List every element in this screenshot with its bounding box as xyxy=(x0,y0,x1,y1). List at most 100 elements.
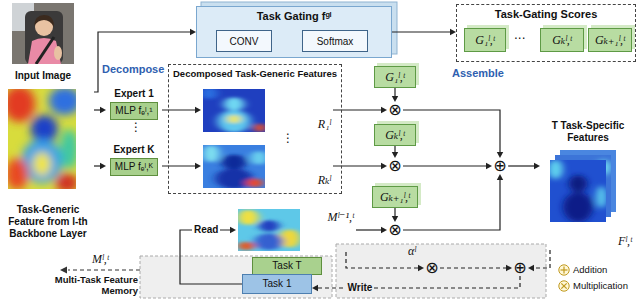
connector-line xyxy=(333,165,383,166)
memory-output-arrowhead xyxy=(60,267,67,274)
car-seat xyxy=(25,11,63,64)
memory-caption: Multi-Task Feature Memory xyxy=(52,274,138,296)
legend-text: Addition xyxy=(573,264,607,276)
drawing-part xyxy=(259,220,280,232)
child-hair xyxy=(34,15,54,27)
arrowhead xyxy=(381,163,387,169)
drawing-part xyxy=(3,86,35,122)
drawing-part xyxy=(255,233,284,250)
task-specific-features: T Task-Specific FeaturesFˡ,ᵗ xyxy=(540,118,636,250)
node-sublabel: Fˡ,ᵗ xyxy=(618,234,632,248)
node-label: ⊗ xyxy=(388,102,401,118)
connector-line xyxy=(180,230,242,284)
memory-region xyxy=(140,256,332,298)
drawing-part xyxy=(548,159,563,179)
section-title: Decompose xyxy=(102,62,164,76)
heatmap-blobs xyxy=(3,86,80,193)
legend-stroke xyxy=(563,267,564,274)
connector-line xyxy=(356,229,383,230)
drawing-part xyxy=(203,145,220,162)
node-label: T Task-Specific Features xyxy=(544,120,632,144)
connector xyxy=(356,227,387,233)
gate-score-box: Gₖ₊₁ˡ,ᵗ xyxy=(372,186,418,208)
softmax-box: Softmax xyxy=(302,30,368,52)
legend-row: Multiplication xyxy=(558,278,628,294)
drawing-part xyxy=(569,175,588,192)
heatmap-ground xyxy=(203,145,265,188)
node-label: ⊗ xyxy=(388,222,401,238)
connector-line xyxy=(403,110,500,154)
expert-mlp: Expert KMLP fₑˡ,ᴷ xyxy=(106,140,162,176)
connector xyxy=(392,29,456,35)
node-label: Gₖ₊₁ˡ,ᵗ xyxy=(377,190,413,204)
node-label: Decomposed Task-Generic Features xyxy=(173,67,337,80)
gating-scores-group: Task-Gating ScoresG₁ˡ,ᵗGₖˡ,ᵗGₖ₊₁ˡ,ᵗ xyxy=(456,4,636,62)
feature-map-node: Task-Generic Feature from l-th Backbone … xyxy=(2,86,94,240)
input-photo xyxy=(12,3,74,64)
memory-slot: Task 1 xyxy=(242,274,312,294)
node-label: ⊗ xyxy=(388,158,401,174)
connector xyxy=(94,29,196,92)
arrowhead xyxy=(528,265,534,271)
connector xyxy=(403,110,503,158)
drawing-part xyxy=(49,87,81,115)
write-region xyxy=(336,244,546,298)
multiply-op: ⊗ xyxy=(387,102,403,118)
node-label: Rₖˡ xyxy=(318,173,331,187)
child-shirt xyxy=(28,38,61,64)
node-label: Task-Generic Feature from l-th Backbone … xyxy=(2,204,94,240)
connector-line xyxy=(532,250,550,268)
legend-circle xyxy=(559,265,569,275)
drawing-part xyxy=(201,87,218,99)
feature-map-node: R₁ˡ xyxy=(201,87,333,133)
memory-read-map: Mˡ⁻¹,ᵗ xyxy=(236,208,356,252)
arrowhead xyxy=(195,163,201,169)
heatmap-blobs xyxy=(201,87,266,132)
memory-output-symbol: Mˡ,ᵗ xyxy=(92,252,109,266)
heatmap-ground xyxy=(238,209,300,251)
memory-output-line xyxy=(68,269,140,270)
drawing-part xyxy=(254,123,266,132)
decomposed-heatmap xyxy=(203,145,267,189)
connector xyxy=(403,174,503,230)
legend-symbol xyxy=(558,264,570,276)
node-label: Expert 1 xyxy=(114,88,153,100)
add-op: ⊕ xyxy=(512,260,528,276)
add-op: ⊕ xyxy=(492,158,508,174)
multiply-op: ⊗ xyxy=(387,222,403,238)
legend: AdditionMultiplication xyxy=(558,262,628,294)
connector xyxy=(508,163,540,169)
arrowhead xyxy=(100,163,106,169)
drawing-part xyxy=(56,173,79,193)
node-label: Task T xyxy=(272,260,301,272)
drawing-part xyxy=(246,179,263,188)
node-label: Gₖˡ,ᵗ xyxy=(382,128,408,142)
node-label: ⊗ xyxy=(425,260,438,276)
arrowhead xyxy=(312,285,318,291)
drawing-part xyxy=(217,110,250,132)
connector xyxy=(392,88,398,102)
drawing-part xyxy=(563,192,593,222)
node-label: Input Image xyxy=(15,70,71,82)
ellipsis: ··· xyxy=(514,33,525,46)
node-label: Gₖˡ,ᵗ xyxy=(549,33,575,47)
multiply-op: ⊗ xyxy=(424,260,440,276)
memory-slot: Task T xyxy=(252,257,322,275)
edge-label: Write xyxy=(346,282,375,294)
drawing-part xyxy=(228,115,240,124)
heatmap-blobs xyxy=(203,145,267,189)
score-box: Gₖˡ,ᵗ xyxy=(540,28,584,52)
drawing-part xyxy=(596,186,607,208)
node-sublabel: MLP fₑˡ,ᴷ xyxy=(110,158,158,176)
edge-label: Read xyxy=(192,224,220,236)
connector xyxy=(440,265,512,271)
seat-belt xyxy=(36,37,54,64)
section-title: Assemble xyxy=(452,66,504,80)
decomposed-heatmap xyxy=(201,87,266,132)
arrowhead xyxy=(381,107,387,113)
arrowhead xyxy=(100,107,106,113)
task-gating-box: Task Gating fᵍˡCONVSoftmax xyxy=(196,6,392,58)
arrowhead xyxy=(534,163,540,169)
